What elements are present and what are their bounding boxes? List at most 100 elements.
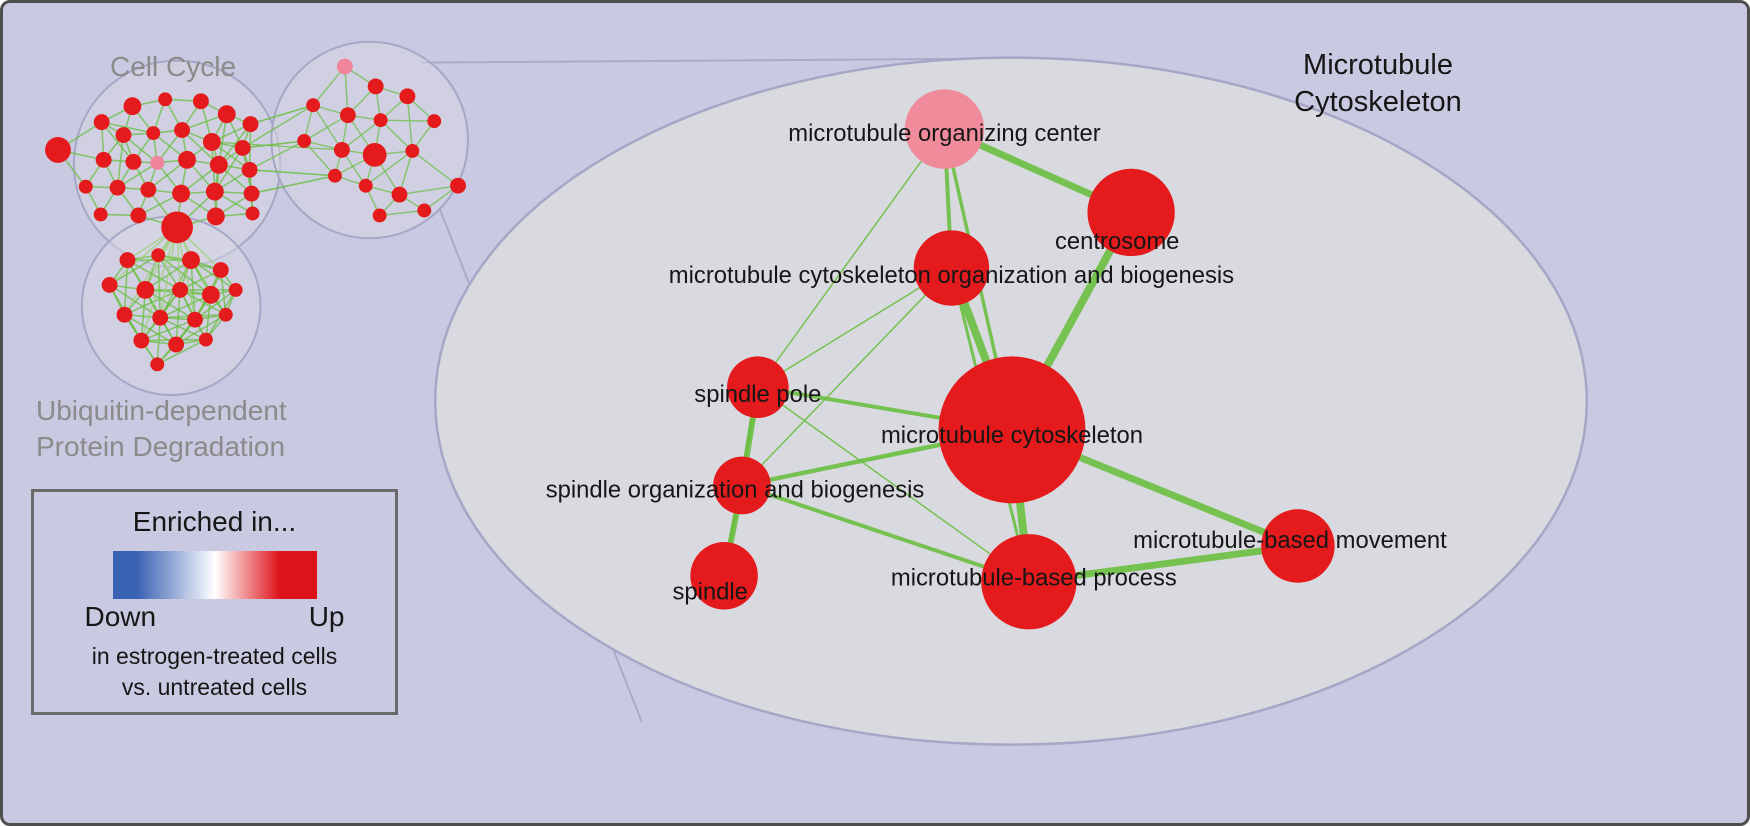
node-label-spindle_pole: spindle pole xyxy=(694,381,821,408)
overview-node xyxy=(151,248,166,263)
node-mbm xyxy=(1261,509,1335,583)
overview-node xyxy=(205,182,224,201)
overview-edge xyxy=(251,174,336,195)
overview-node xyxy=(362,142,387,167)
overview-edge xyxy=(406,96,414,151)
overview-node xyxy=(146,126,161,140)
overview-node xyxy=(192,93,209,110)
overview-node xyxy=(234,139,251,156)
legend-caption-line2: vs. untreated cells xyxy=(121,673,308,700)
overview-edge xyxy=(411,150,459,187)
node-spindle xyxy=(690,542,758,610)
overview-edge xyxy=(190,259,237,291)
overview-edge xyxy=(211,141,342,151)
overview-node xyxy=(417,203,432,218)
overview-edge xyxy=(159,316,207,341)
node-sob xyxy=(713,456,771,515)
node-mcob xyxy=(913,230,990,306)
overview-node xyxy=(101,276,118,293)
cluster-label-ubiquitin-line2: Protein Degradation xyxy=(36,430,286,462)
overview-edge xyxy=(379,209,425,217)
overview-node xyxy=(372,208,387,223)
overview-node xyxy=(201,285,220,304)
overview-node xyxy=(333,141,350,158)
cluster-label-microtubule-cytoskeleton: Microtubule Cytoskeleton xyxy=(1253,47,1503,121)
overview-node xyxy=(130,207,147,224)
overview-node xyxy=(306,98,321,113)
overview-node xyxy=(336,58,353,75)
overview-edge xyxy=(157,255,162,318)
cluster-label-ubiquitin: Ubiquitin-dependent Protein Degradation xyxy=(36,393,287,464)
overview-node xyxy=(450,177,466,194)
overview-node xyxy=(242,116,259,133)
overview-node xyxy=(339,107,356,124)
overview-node xyxy=(161,211,193,244)
overview-node xyxy=(125,153,142,170)
overview-edge xyxy=(159,294,212,319)
overview-node xyxy=(367,78,384,95)
overview-edge xyxy=(127,259,181,291)
overview-node xyxy=(212,262,229,278)
legend-down-label: Down xyxy=(84,601,157,632)
overview-node xyxy=(182,251,200,270)
overview-node xyxy=(178,150,196,169)
overview-edge xyxy=(344,66,349,116)
node-mbp xyxy=(981,534,1077,630)
node-label-mcob: microtubule cytoskeleton organization an… xyxy=(669,262,1234,289)
overview-node xyxy=(93,114,110,131)
overview-node xyxy=(119,252,136,269)
overview-node xyxy=(358,178,373,193)
overview-node xyxy=(150,357,165,372)
overview-edge xyxy=(242,140,305,149)
legend-up-label: Up xyxy=(308,601,345,632)
overview-node xyxy=(168,336,185,353)
overview-node xyxy=(109,179,126,196)
node-label-moc: microtubule organizing center xyxy=(788,120,1100,147)
node-spindle_pole xyxy=(727,356,789,418)
overview-edge xyxy=(141,318,196,342)
overview-node xyxy=(217,105,236,124)
overview-node xyxy=(399,88,416,105)
overview-edge xyxy=(140,227,178,341)
edge-moc-spindle_pole xyxy=(757,128,946,388)
node-label-centrosome: centrosome xyxy=(1055,228,1179,255)
overview-edge xyxy=(249,140,305,171)
overview-node xyxy=(245,206,260,221)
overview-node xyxy=(187,311,203,328)
overview-node xyxy=(133,332,150,349)
overview-edge xyxy=(249,168,336,177)
overview-edge xyxy=(194,289,237,321)
node-label-sob: spindle organization and biogenesis xyxy=(546,476,925,503)
overview-node xyxy=(218,307,233,322)
overview-node xyxy=(206,207,225,226)
overview-edge xyxy=(380,119,435,122)
node-label-spindle: spindle xyxy=(672,579,747,606)
overview-node xyxy=(405,143,420,158)
overview-edge xyxy=(123,227,178,316)
legend-title: Enriched in... xyxy=(132,506,297,537)
overview-edge xyxy=(341,119,382,151)
cluster-label-microtubule-line2: Cytoskeleton xyxy=(1294,86,1462,119)
overview-node xyxy=(209,155,228,174)
overview-node xyxy=(328,168,342,183)
overview-edge xyxy=(380,119,413,152)
overview-edge xyxy=(156,338,207,366)
overview-edge xyxy=(179,289,227,316)
overview-node xyxy=(172,184,191,203)
node-label-mc: microtubule cytoskeleton xyxy=(881,422,1143,449)
overview-node xyxy=(93,207,108,222)
overview-node xyxy=(78,179,93,194)
overview-node xyxy=(123,97,142,116)
overview-edge xyxy=(303,140,336,177)
legend-box: Enriched in... Down Up in estrogen-treat… xyxy=(31,489,398,715)
overview-node xyxy=(202,133,221,151)
cluster-label-microtubule-line1: Microtubule xyxy=(1303,49,1453,81)
edge-sob-mbp xyxy=(739,483,1031,584)
overview-node xyxy=(152,309,169,326)
overview-node xyxy=(115,127,132,143)
overview-node xyxy=(243,185,260,202)
cluster-label-cell-cycle: Cell Cycle xyxy=(110,51,237,82)
overview-node xyxy=(116,306,133,323)
overview-edge xyxy=(124,289,181,316)
overview-node xyxy=(45,137,71,163)
